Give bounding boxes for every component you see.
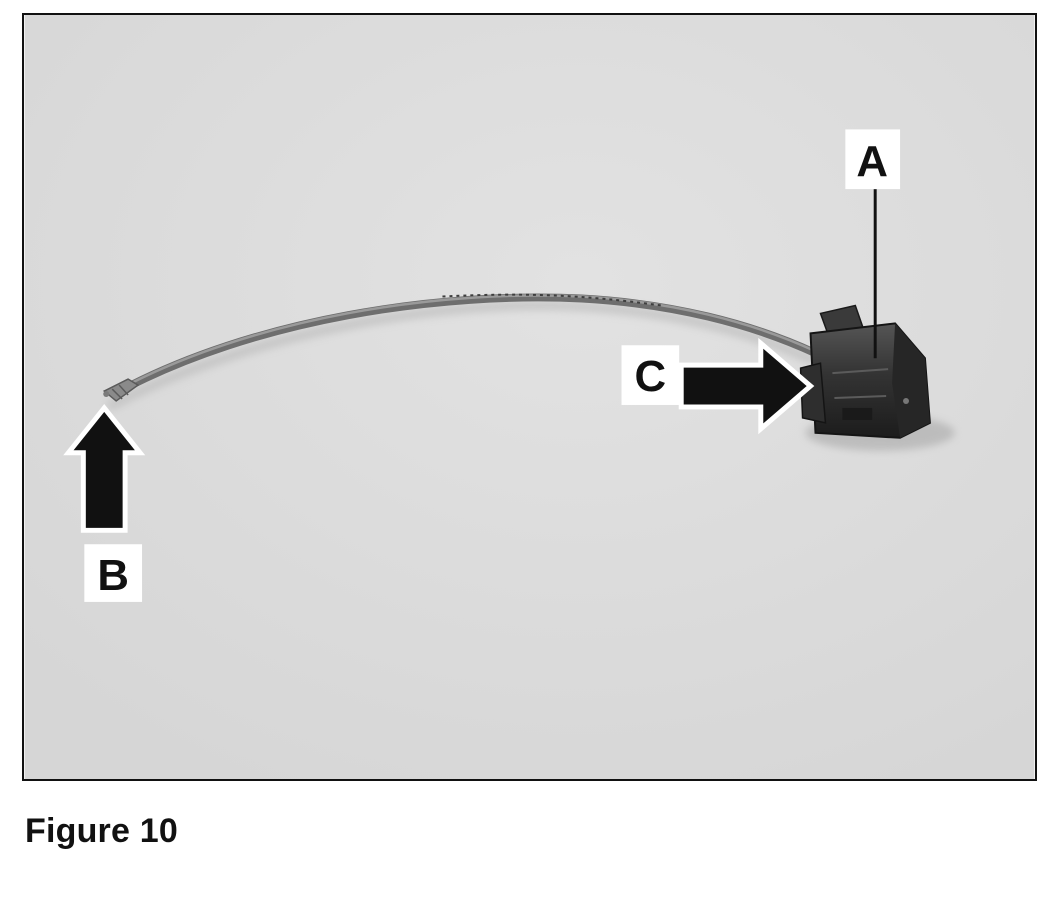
cable-texture bbox=[442, 293, 662, 307]
figure-illustration: A C B bbox=[24, 15, 1035, 779]
figure-caption: Figure 10 bbox=[25, 812, 178, 850]
callout-b-arrow-icon bbox=[63, 403, 146, 533]
callout-a: A bbox=[845, 129, 901, 190]
sensor-tip bbox=[102, 378, 140, 402]
callout-b-label: B bbox=[97, 551, 129, 600]
callout-c: C bbox=[621, 345, 680, 405]
callout-b: B bbox=[84, 544, 143, 602]
callout-c-label: C bbox=[635, 352, 667, 401]
cable bbox=[112, 293, 820, 397]
figure-photo: A C B bbox=[22, 13, 1037, 781]
callout-c-arrow-icon bbox=[678, 337, 815, 435]
cable-shadow bbox=[107, 300, 816, 410]
callout-a-label: A bbox=[856, 137, 888, 186]
electrical-connector bbox=[799, 304, 931, 439]
